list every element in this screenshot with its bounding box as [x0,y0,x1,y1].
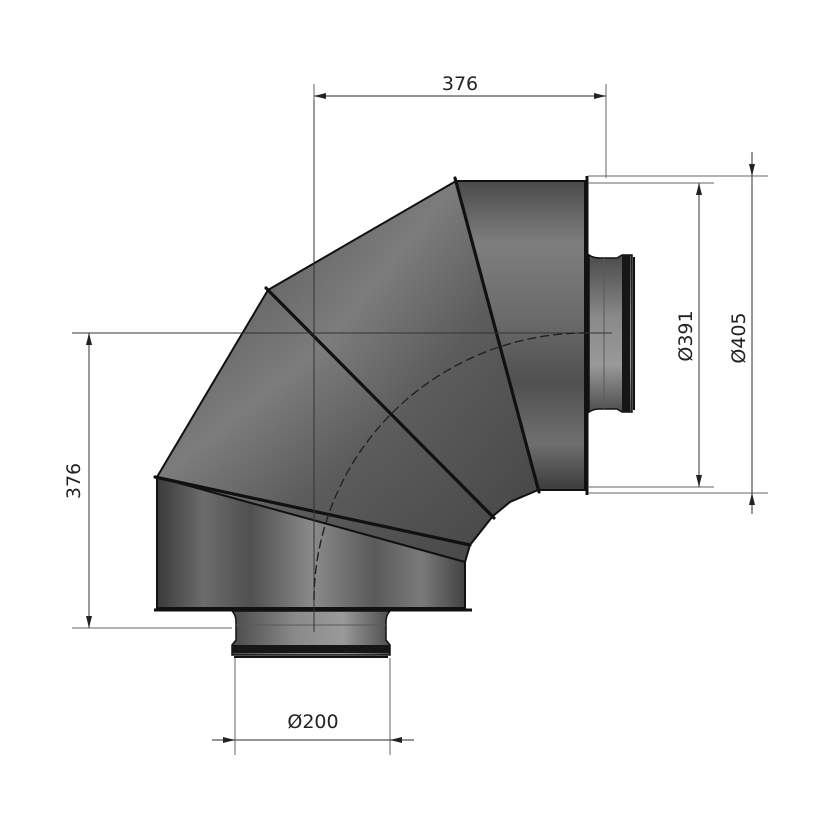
center-lines [72,84,612,632]
seam-1 [153,475,472,547]
dimension-label-left: 376 [63,463,85,499]
dimension-top-376: 376 [313,73,607,178]
seam-3 [453,176,541,494]
dimension-spigot-diameter: Ø200 [212,658,414,755]
bend-centerline-arc [313,332,587,601]
dimension-label-top: 376 [442,73,478,95]
dimension-outer-diameter: Ø405 [588,152,768,514]
dimension-label-405: Ø405 [728,312,750,363]
bottom-spigot [230,610,392,658]
dimension-label-391: Ø391 [675,310,697,361]
dimension-left-376: 376 [63,333,232,629]
dimension-inner-diameter: Ø391 [588,182,714,488]
seam-2 [264,286,496,520]
elbow-body [153,176,589,612]
dimension-label-200: Ø200 [287,711,338,733]
